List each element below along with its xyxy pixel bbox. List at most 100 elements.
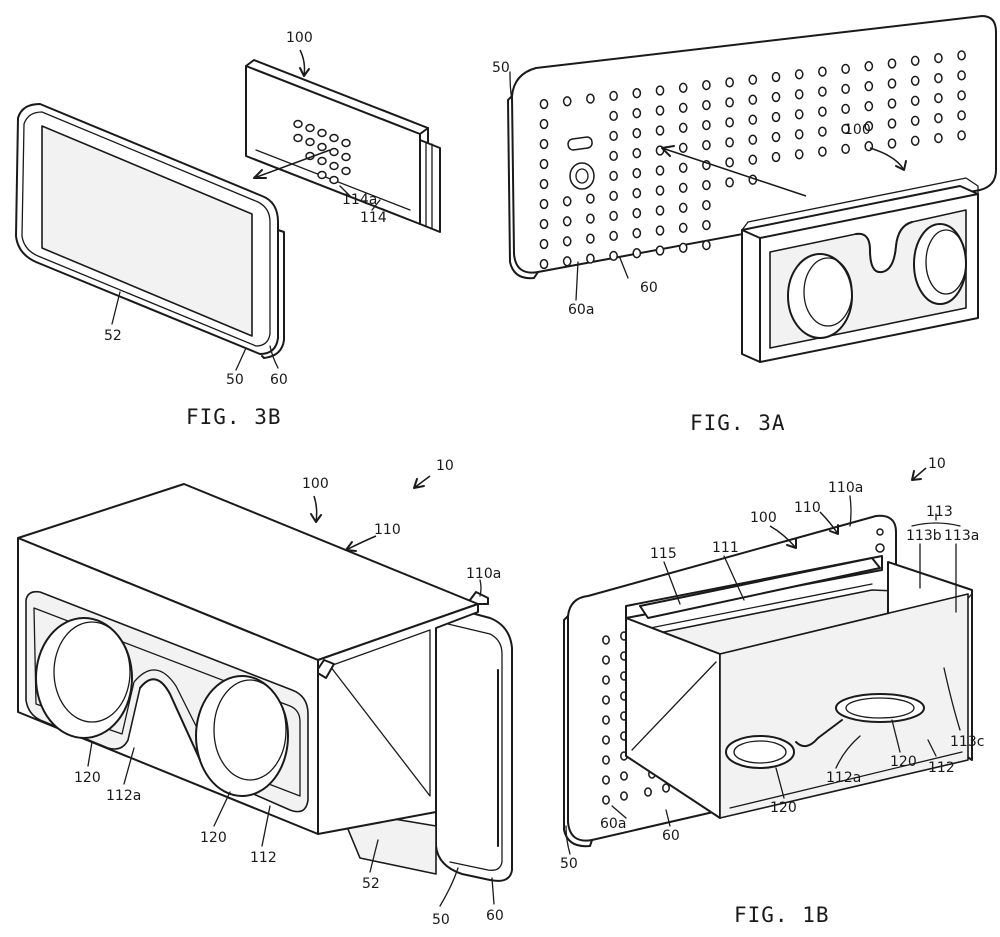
perforation-hole bbox=[957, 130, 966, 141]
perforation-hole bbox=[934, 112, 943, 124]
perforation-hole bbox=[602, 775, 610, 785]
perforation-hole bbox=[748, 74, 758, 85]
perforation-hole bbox=[725, 77, 734, 88]
ref-60a: 60a bbox=[600, 816, 626, 832]
ref-113b: 113b bbox=[906, 528, 942, 544]
perforation-hole bbox=[818, 66, 827, 77]
ref-110: 110 bbox=[794, 500, 821, 516]
perforation-hole bbox=[678, 182, 688, 193]
perforation-hole bbox=[562, 216, 572, 227]
ref-114: 114 bbox=[360, 210, 387, 226]
perforation-hole bbox=[864, 141, 874, 152]
ref-112: 112 bbox=[250, 850, 277, 866]
perforation-hole bbox=[586, 253, 595, 264]
ref-60: 60 bbox=[486, 908, 504, 924]
perforation-hole bbox=[539, 198, 549, 210]
perforation-hole bbox=[887, 78, 897, 89]
perforation-hole bbox=[934, 52, 943, 64]
perforation-hole bbox=[655, 205, 665, 216]
perforation-hole bbox=[655, 85, 665, 96]
ref-60a: 60a bbox=[568, 302, 594, 318]
perforation-hole bbox=[586, 93, 595, 104]
perforation-hole bbox=[725, 117, 734, 128]
ref-120a: 120 bbox=[74, 770, 101, 786]
perforation-hole bbox=[841, 103, 850, 115]
perforation-hole bbox=[644, 787, 652, 797]
perforation-hole bbox=[957, 90, 966, 101]
perforation-hole bbox=[678, 242, 688, 253]
plate-60-drawing bbox=[507, 15, 997, 280]
perforation-hole bbox=[562, 256, 572, 267]
perforation-hole bbox=[910, 55, 920, 66]
perforation-hole bbox=[702, 239, 711, 251]
perforation-hole bbox=[632, 228, 642, 239]
perforation-hole bbox=[748, 94, 758, 105]
hole-grid bbox=[539, 50, 966, 270]
perforation-hole bbox=[539, 238, 549, 250]
perforation-hole bbox=[887, 138, 897, 149]
perforation-hole bbox=[678, 162, 688, 173]
fig-3b-caption: FIG. 3B bbox=[186, 405, 282, 429]
ref-120b: 120 bbox=[770, 800, 797, 816]
perforation-hole bbox=[725, 97, 734, 108]
perforation-hole bbox=[602, 695, 610, 705]
perforation-hole bbox=[586, 213, 595, 224]
perforation-hole bbox=[655, 165, 665, 176]
perforation-hole bbox=[539, 138, 549, 150]
ref-100: 100 bbox=[302, 476, 329, 492]
ref-60: 60 bbox=[640, 280, 658, 296]
ref-114a: 114a bbox=[342, 192, 377, 208]
perforation-hole bbox=[748, 114, 758, 125]
ref-112: 112 bbox=[928, 760, 955, 776]
fig-1a: 10 100 110 110a 120 112a 120 112 52 50 6… bbox=[17, 458, 513, 928]
ref-120b: 120 bbox=[200, 830, 227, 846]
perforation-hole bbox=[562, 96, 572, 107]
ref-100: 100 bbox=[286, 30, 313, 46]
perforation-hole bbox=[841, 143, 850, 155]
ref-10: 10 bbox=[436, 458, 454, 474]
perforation-hole bbox=[702, 119, 711, 131]
perforation-hole bbox=[702, 179, 711, 191]
perforation-hole bbox=[678, 122, 688, 133]
perforation-hole bbox=[609, 130, 618, 142]
perforation-hole bbox=[934, 72, 943, 84]
perforation-hole bbox=[620, 791, 628, 801]
perforation-hole bbox=[887, 58, 897, 69]
perforation-hole bbox=[725, 137, 734, 148]
perforation-hole bbox=[748, 154, 758, 165]
perforation-hole bbox=[602, 715, 610, 725]
perforation-hole bbox=[609, 170, 618, 182]
perforation-hole bbox=[771, 71, 781, 83]
ref-100: 100 bbox=[844, 122, 871, 138]
perforation-hole bbox=[609, 150, 618, 162]
fig-1b-caption: FIG. 1B bbox=[734, 903, 830, 927]
perforation-hole bbox=[602, 675, 610, 685]
perforation-hole bbox=[609, 210, 618, 222]
perforation-hole bbox=[539, 98, 549, 110]
perforation-hole bbox=[632, 128, 642, 139]
perforation-hole bbox=[702, 199, 711, 211]
ref-100: 100 bbox=[750, 510, 777, 526]
perforation-hole bbox=[887, 118, 897, 129]
ref-113: 113 bbox=[926, 504, 953, 520]
perforation-hole bbox=[957, 70, 966, 81]
perforation-hole bbox=[632, 188, 642, 199]
ref-113a: 113a bbox=[944, 528, 979, 544]
perforation-hole bbox=[678, 82, 688, 93]
perforation-hole bbox=[655, 185, 665, 196]
fig-1b: 10 110a 113 100 110 113b 113a 115 111 11… bbox=[560, 456, 984, 927]
ref-113c: 113c bbox=[950, 734, 984, 750]
fig-3b: 100 114a 114 52 50 60 FIG. 3B bbox=[15, 30, 441, 429]
perforation-hole bbox=[818, 126, 827, 137]
perforation-hole bbox=[702, 219, 711, 231]
perforation-hole bbox=[632, 108, 642, 119]
perforation-hole bbox=[818, 106, 827, 117]
perforation-hole bbox=[586, 233, 595, 244]
perforation-hole bbox=[702, 139, 711, 151]
perforation-hole bbox=[655, 245, 665, 256]
perforation-hole bbox=[602, 755, 610, 765]
ref-52: 52 bbox=[104, 328, 122, 344]
perforation-hole bbox=[539, 118, 549, 130]
perforation-hole bbox=[562, 196, 572, 207]
perforation-hole bbox=[632, 208, 642, 219]
